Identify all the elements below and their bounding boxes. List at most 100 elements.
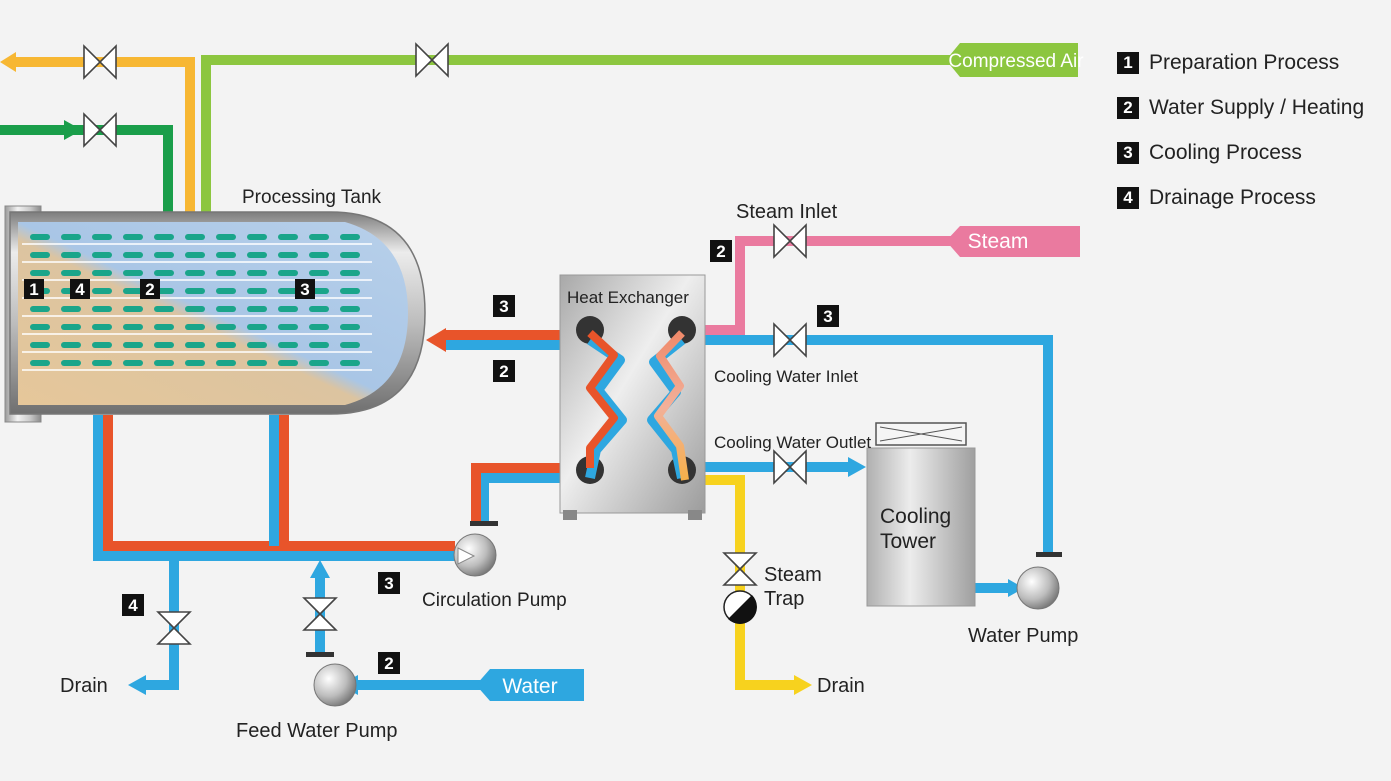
rack-item xyxy=(278,306,298,312)
steam-trap-label-2: Trap xyxy=(764,588,804,610)
drain-pipe xyxy=(145,560,179,690)
svg-text:3: 3 xyxy=(300,280,309,299)
rack-item xyxy=(123,252,143,258)
rack-item xyxy=(340,234,360,240)
rack-item xyxy=(278,360,298,366)
rack-item xyxy=(309,324,329,330)
valve-cooling-inlet xyxy=(773,322,807,358)
legend-label: Drainage Process xyxy=(1149,185,1316,209)
feed-water-pump xyxy=(306,652,357,707)
valve-hot-outlet xyxy=(83,44,117,80)
rack-item xyxy=(185,342,205,348)
legend-number: 3 xyxy=(1117,141,1139,164)
rack-item xyxy=(247,324,267,330)
rack-item xyxy=(247,252,267,258)
rack-item xyxy=(309,252,329,258)
rack-item xyxy=(154,270,174,276)
rack-item xyxy=(61,324,81,330)
legend-label: Preparation Process xyxy=(1149,50,1340,74)
green-inlet-arrow xyxy=(64,120,82,140)
rack-item xyxy=(92,324,112,330)
rack-item xyxy=(154,306,174,312)
rack-item xyxy=(123,324,143,330)
rack-item xyxy=(278,270,298,276)
cooling-water-outlet-label: Cooling Water Outlet xyxy=(714,433,871,452)
valve-green-inlet xyxy=(83,112,117,148)
rack-item xyxy=(154,324,174,330)
rack-item xyxy=(92,360,112,366)
valve-compressed-air xyxy=(415,42,449,78)
rack-item xyxy=(216,360,236,366)
rack-item xyxy=(123,342,143,348)
rack-item xyxy=(340,270,360,276)
rack-item xyxy=(92,306,112,312)
svg-text:2: 2 xyxy=(145,280,154,299)
rack-item xyxy=(185,252,205,258)
rack-item xyxy=(216,288,236,294)
heat-exchanger-label: Heat Exchanger xyxy=(567,288,689,307)
rack-item xyxy=(216,306,236,312)
legend-item-water-supply: 2 Water Supply / Heating xyxy=(1117,85,1364,130)
badge-steam-2: 2 xyxy=(710,240,732,262)
rack-item xyxy=(309,306,329,312)
svg-text:1: 1 xyxy=(29,280,38,299)
rack-item xyxy=(340,306,360,312)
rack-item xyxy=(278,342,298,348)
rack-item xyxy=(278,234,298,240)
drain-arrow xyxy=(128,675,146,695)
compressed-air-pipe xyxy=(201,55,960,212)
steam-tag: Steam xyxy=(946,226,1080,257)
rack-item xyxy=(30,306,50,312)
badge-hx-left-3: 3 xyxy=(493,295,515,317)
valve-steam-trap xyxy=(722,552,758,586)
rack-item xyxy=(247,360,267,366)
svg-text:3: 3 xyxy=(499,297,508,316)
steam-trap xyxy=(723,590,757,624)
cooling-outlet-arrow xyxy=(848,457,866,477)
rack-item xyxy=(216,270,236,276)
badge-circ-3: 3 xyxy=(378,572,400,594)
rack-item xyxy=(216,234,236,240)
steam-tag-text: Steam xyxy=(968,230,1029,253)
cooling-tower-label-1: Cooling xyxy=(880,505,951,528)
rack-item xyxy=(185,288,205,294)
rack-item xyxy=(185,360,205,366)
legend-number: 1 xyxy=(1117,51,1139,74)
rack-item xyxy=(340,342,360,348)
steam-inlet-label: Steam Inlet xyxy=(736,201,838,223)
rack-item xyxy=(92,252,112,258)
rack-item xyxy=(247,288,267,294)
svg-text:2: 2 xyxy=(499,362,508,381)
svg-text:2: 2 xyxy=(716,242,725,261)
rack-item xyxy=(30,252,50,258)
water-tag-text: Water xyxy=(502,675,557,698)
water-pump-label: Water Pump xyxy=(968,625,1078,647)
badge-water-2: 2 xyxy=(378,652,400,674)
badge-tank-2: 2 xyxy=(140,279,160,299)
steam-trap-label-1: Steam xyxy=(764,564,822,586)
badge-cooling-inlet-3: 3 xyxy=(817,305,839,327)
rack-item xyxy=(30,360,50,366)
rack-item xyxy=(92,342,112,348)
legend-label: Cooling Process xyxy=(1149,140,1302,164)
green-inlet-pipe xyxy=(0,125,173,212)
valve-cooling-outlet xyxy=(773,449,807,485)
legend-number: 2 xyxy=(1117,96,1139,119)
rack-item xyxy=(92,270,112,276)
hot-outlet-pipe xyxy=(8,57,195,212)
rack-item xyxy=(61,252,81,258)
feed-water-up-arrow xyxy=(310,560,330,578)
cooling-tower-label-2: Tower xyxy=(880,530,936,553)
rack-item xyxy=(216,324,236,330)
rack-item xyxy=(278,324,298,330)
badges: 1 4 2 3 3 2 2 3 3 4 2 xyxy=(24,240,839,674)
rack-item xyxy=(185,306,205,312)
rack-item xyxy=(185,234,205,240)
rack-item xyxy=(92,288,112,294)
rack-item xyxy=(278,252,298,258)
legend-item-drainage: 4 Drainage Process xyxy=(1117,175,1364,220)
tower-pump-arrow xyxy=(1008,579,1024,597)
heat-exchanger xyxy=(559,274,706,520)
badge-drain-4: 4 xyxy=(122,594,144,616)
processing-tank-label: Processing Tank xyxy=(242,187,382,208)
